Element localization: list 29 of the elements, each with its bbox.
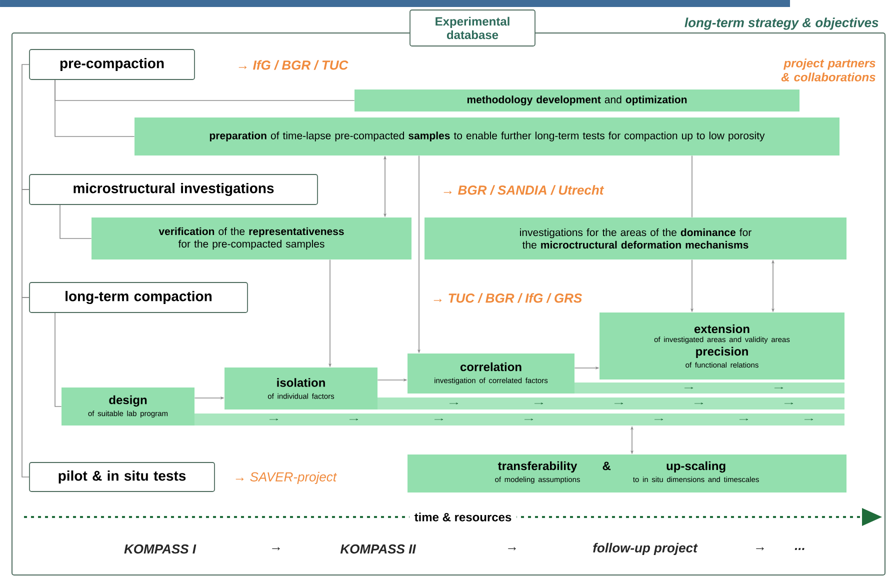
arrow-label: → bbox=[508, 547, 516, 550]
database-box: Experimental database bbox=[410, 10, 536, 46]
axis-label: time & resources bbox=[409, 512, 517, 522]
partner-note: project partners & collaborations bbox=[781, 58, 876, 82]
arrow-label: → bbox=[756, 547, 764, 550]
connector bbox=[54, 312, 62, 407]
stage-box: long-term compaction bbox=[29, 282, 248, 313]
partner-label: → SAVER-project bbox=[236, 472, 337, 484]
task-box: methodology development and optimization bbox=[354, 90, 800, 112]
connector bbox=[22, 64, 30, 190]
partner-label: → BGR / SANDIA / Utrecht bbox=[444, 185, 604, 195]
task-box: verification of the representativeness for the pre-compacted samples bbox=[92, 218, 412, 260]
project-label: KOMPASS II bbox=[340, 544, 416, 554]
connector bbox=[60, 204, 92, 239]
stage-box: microstructural investigations bbox=[29, 174, 318, 205]
stage-box: pilot & in situ tests bbox=[29, 462, 215, 492]
partner-label: → IfG / BGR / TUC bbox=[238, 60, 348, 70]
ellipsis-label: ... bbox=[794, 548, 804, 550]
project-label: follow-up project bbox=[593, 542, 698, 556]
arrow-label: → bbox=[272, 547, 280, 550]
stage-box: pre-compaction bbox=[29, 49, 195, 80]
connector bbox=[22, 189, 30, 298]
task-box: preparation of time-lapse pre-compacted samples to enable further long-term tests for compaction up to low porosity bbox=[134, 118, 840, 156]
task-box: investigations for the areas of the dominance for the microctructural deformation mechanisms bbox=[424, 218, 846, 260]
connector bbox=[54, 80, 135, 137]
connector bbox=[22, 297, 30, 478]
partner-label: → TUC / BGR / IfG / GRS bbox=[434, 293, 582, 303]
project-label: KOMPASS I bbox=[124, 544, 196, 554]
node-label: long-term strategy & objectives bbox=[684, 18, 878, 30]
